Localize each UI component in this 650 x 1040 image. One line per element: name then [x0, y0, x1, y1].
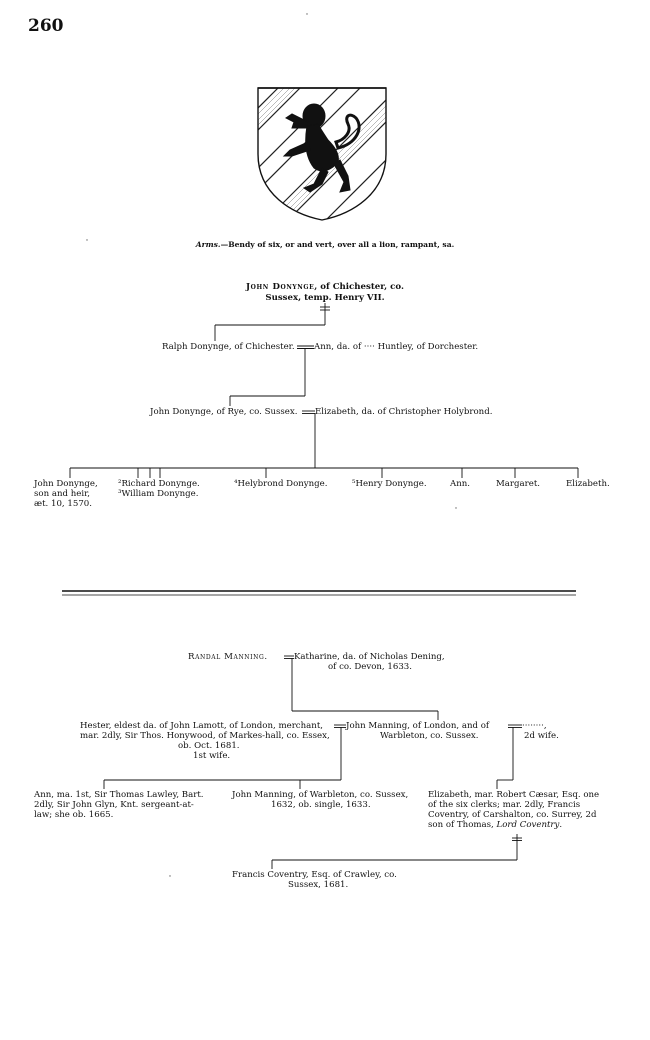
hester-line4: 1st wife. [193, 751, 231, 761]
john-manning-line2: Warbleton, co. Sussex. [380, 731, 479, 741]
child-john-line3: æt. 10, 1570. [34, 499, 92, 509]
coat-of-arms [257, 87, 387, 221]
second-wife-dots: ········, [522, 721, 547, 731]
john-manning-warbleton-line2: 1632, ob. single, 1633. [271, 800, 371, 810]
child-henry-donynge: ⁵Henry Donynge. [352, 479, 427, 489]
child-ann: Ann. [450, 479, 471, 489]
francis-coventry: Francis Coventry, Esq. of Crawley, co. [232, 870, 397, 880]
child-john-donynge: John Donynge, [34, 479, 98, 489]
elizabeth-manning-line2: of the six clerks; mar. 2dly, Francis [428, 800, 581, 810]
elizabeth-manning-line3: Coventry, of Carshalton, co. Surrey, 2d [428, 810, 597, 820]
katharine-dening-line2: of co. Devon, 1633. [328, 662, 412, 672]
ann-manning-line2: 2dly, Sir John Glyn, Knt. sergeant-at- [34, 800, 194, 810]
katharine-dening: Katharine, da. of Nicholas Dening, [294, 652, 445, 662]
hester-line2: mar. 2dly, Sir Thos. Honywood, of Markes… [80, 731, 330, 741]
child-richard-donynge: ²Richard Donynge. [118, 479, 200, 489]
john-manning: John Manning, of London, and of [346, 721, 490, 731]
hester-lamott: Hester, eldest da. of John Lamott, of Lo… [80, 721, 323, 731]
child-william-donynge: ³William Donynge. [118, 489, 199, 499]
second-wife-label: 2d wife. [524, 731, 559, 741]
page-number: 260 [28, 16, 64, 36]
john-manning-of-warbleton: John Manning, of Warbleton, co. Sussex, [232, 790, 409, 800]
francis-coventry-line2: Sussex, 1681. [288, 880, 349, 890]
ralph-donynge: Ralph Donynge, of Chichester. [162, 342, 295, 352]
child-helybrond-donynge: ⁴Helybrond Donynge. [234, 479, 328, 489]
elizabeth-manning-line4: son of Thomas, Lord Coventry. [428, 820, 563, 830]
elizabeth-manning: Elizabeth, mar. Robert Cæsar, Esq. one [428, 790, 600, 800]
child-elizabeth: Elizabeth. [566, 479, 610, 489]
arms-blazon: Arms.—Bendy of six, or and vert, over al… [195, 240, 455, 249]
john-donynge-of-rye: John Donynge, of Rye, co. Sussex. [150, 407, 298, 417]
john2-wife-elizabeth: Elizabeth, da. of Christopher Holybrond. [315, 407, 493, 417]
child-margaret: Margaret. [496, 479, 541, 489]
john-donynge-entry-line2: Sussex, temp. Henry VII. [265, 293, 385, 303]
hester-line3: ob. Oct. 1681. [178, 741, 240, 751]
ann-manning: Ann, ma. 1st, Sir Thomas Lawley, Bart. [34, 790, 204, 800]
ralph-wife-ann: Ann, da. of ···· Huntley, of Dorchester. [314, 342, 479, 352]
ann-manning-line3: law; she ob. 1665. [34, 810, 114, 820]
child-john-line2: son and heir, [34, 489, 91, 499]
randal-manning: Randal Manning. [188, 652, 268, 662]
john-donynge-entry: John Donynge, of Chichester, co. [246, 282, 404, 292]
